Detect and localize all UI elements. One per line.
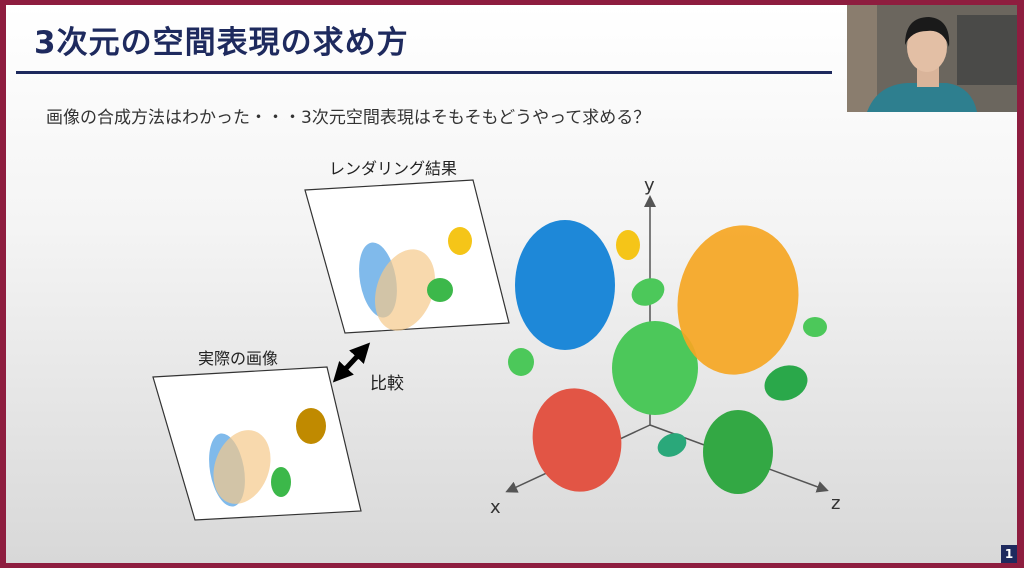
render-yellow-blob bbox=[448, 227, 472, 255]
real-yellow-blob bbox=[296, 408, 326, 444]
gaussian-teal bbox=[657, 433, 687, 457]
slide-title: 3次元の空間表現の求め方 bbox=[34, 25, 409, 61]
title-divider bbox=[16, 71, 832, 74]
real-green-blob bbox=[271, 467, 291, 497]
slide-subtitle: 画像の合成方法はわかった・・・3次元空間表現はそもそもどうやって求める？ bbox=[46, 108, 651, 128]
render-label: レンダリング結果 bbox=[329, 159, 458, 178]
render-orange-blob bbox=[375, 249, 435, 331]
gaussian-orange bbox=[677, 225, 799, 375]
compare-label: 比較 bbox=[370, 374, 404, 394]
compare-arrow bbox=[332, 342, 371, 383]
gaussian-green-large bbox=[612, 321, 698, 415]
render-green-blob bbox=[427, 278, 453, 302]
gaussian-red bbox=[532, 388, 622, 492]
gaussian-blue bbox=[515, 220, 615, 350]
gaussian-green-left bbox=[508, 348, 534, 376]
real-orange-blob bbox=[213, 430, 271, 504]
gaussian-yellow-small bbox=[616, 230, 640, 260]
gaussian-green-right bbox=[803, 317, 827, 337]
y-axis-label: y bbox=[644, 175, 655, 196]
gaussian-green-bottom bbox=[703, 410, 773, 494]
page-number: 1 bbox=[1001, 545, 1017, 563]
z-axis-label: z bbox=[831, 493, 841, 514]
gaussian-green-mid bbox=[764, 365, 808, 401]
presenter-video-icon bbox=[847, 5, 1017, 112]
gaussian-diagram bbox=[152, 179, 829, 521]
gaussian-green-small bbox=[631, 278, 665, 306]
presenter-webcam bbox=[847, 5, 1017, 112]
x-axis-label: x bbox=[490, 497, 501, 518]
real-label: 実際の画像 bbox=[198, 349, 279, 368]
